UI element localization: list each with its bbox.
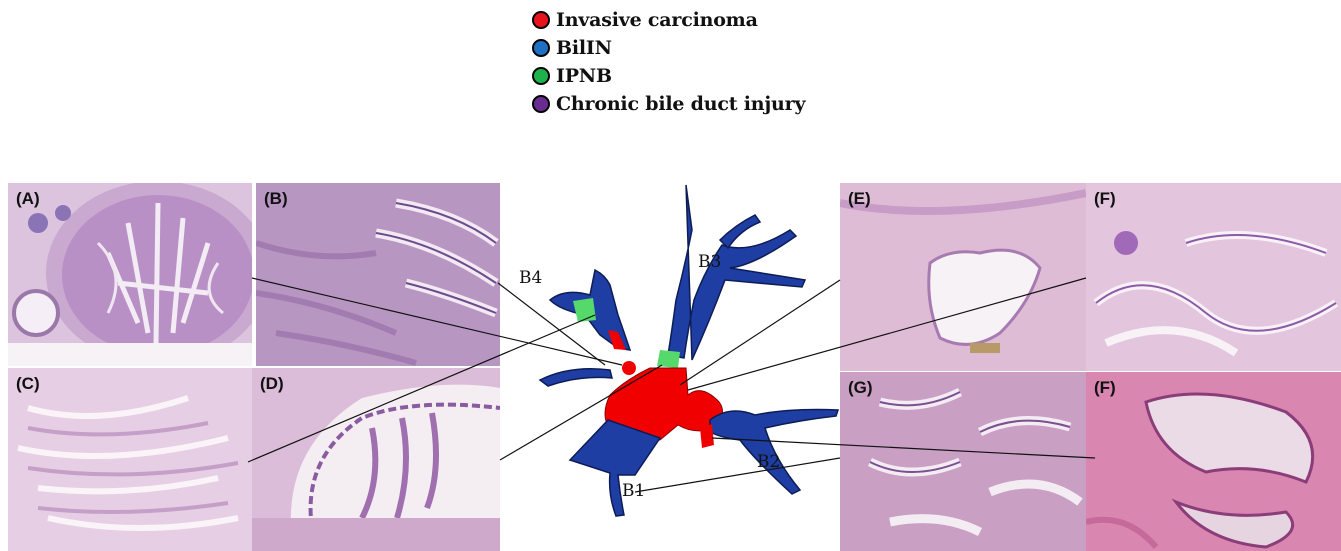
- micrograph-g-image: [840, 372, 1086, 551]
- blue-dot-icon: [532, 39, 550, 57]
- panel-label-a: (A): [16, 189, 40, 209]
- duct-b1-segment: [570, 420, 660, 516]
- micrograph-a-image: [8, 183, 252, 366]
- legend: Invasive carcinoma BilIN IPNB Chronic bi…: [532, 6, 805, 118]
- legend-label: Invasive carcinoma: [556, 9, 758, 31]
- duct-label-b2: B2: [757, 452, 780, 472]
- panel-label-b: (B): [264, 189, 288, 209]
- duct-label-b1: B1: [622, 481, 645, 501]
- legend-item-chronic-injury: Chronic bile duct injury: [532, 90, 805, 118]
- panel-label-f-bottom: (F): [1094, 378, 1116, 398]
- micrograph-c-image: [8, 368, 252, 551]
- panel-label-d: (D): [260, 374, 284, 394]
- micrograph-panel-a: (A): [8, 183, 252, 366]
- red-dot-icon: [532, 11, 550, 29]
- duct-b3-segment: [657, 185, 805, 368]
- micrograph-b-image: [256, 183, 500, 366]
- duct-label-b4: B4: [519, 268, 542, 288]
- panel-label-e: (E): [848, 189, 871, 209]
- panel-label-f-top: (F): [1094, 189, 1116, 209]
- bile-duct-schematic: B4 B3 B2 B1: [500, 170, 840, 551]
- legend-item-ipnb: IPNB: [532, 62, 805, 90]
- micrograph-panel-b: (B): [256, 183, 500, 366]
- legend-label: BilIN: [556, 37, 612, 59]
- panel-label-c: (C): [16, 374, 40, 394]
- ipnb-patch: [657, 350, 680, 368]
- ipnb-patch: [573, 298, 596, 322]
- carcinoma-nodule: [622, 361, 636, 375]
- micrograph-panel-c: (C): [8, 368, 252, 551]
- green-dot-icon: [532, 67, 550, 85]
- micrograph-d-image: [252, 368, 500, 551]
- purple-dot-icon: [532, 95, 550, 113]
- panel-label-g: (G): [848, 378, 873, 398]
- micrograph-f-bottom-image: [1086, 372, 1341, 551]
- legend-item-invasive-carcinoma: Invasive carcinoma: [532, 6, 805, 34]
- duct-fragment: [540, 369, 612, 386]
- micrograph-e-image: [840, 183, 1086, 371]
- micrograph-panel-f-top: (F): [1086, 183, 1341, 371]
- duct-b4-segment: [550, 270, 630, 350]
- carcinoma-patch: [700, 424, 714, 448]
- legend-label: IPNB: [556, 65, 612, 87]
- micrograph-panel-e: (E): [840, 183, 1086, 371]
- legend-label: Chronic bile duct injury: [556, 93, 805, 115]
- micrograph-panel-f-bottom: (F): [1086, 372, 1341, 551]
- micrograph-f-top-image: [1086, 183, 1341, 371]
- legend-item-bilin: BilIN: [532, 34, 805, 62]
- micrograph-panel-g: (G): [840, 372, 1086, 551]
- micrograph-panel-d: (D): [252, 368, 500, 551]
- duct-label-b3: B3: [698, 252, 721, 272]
